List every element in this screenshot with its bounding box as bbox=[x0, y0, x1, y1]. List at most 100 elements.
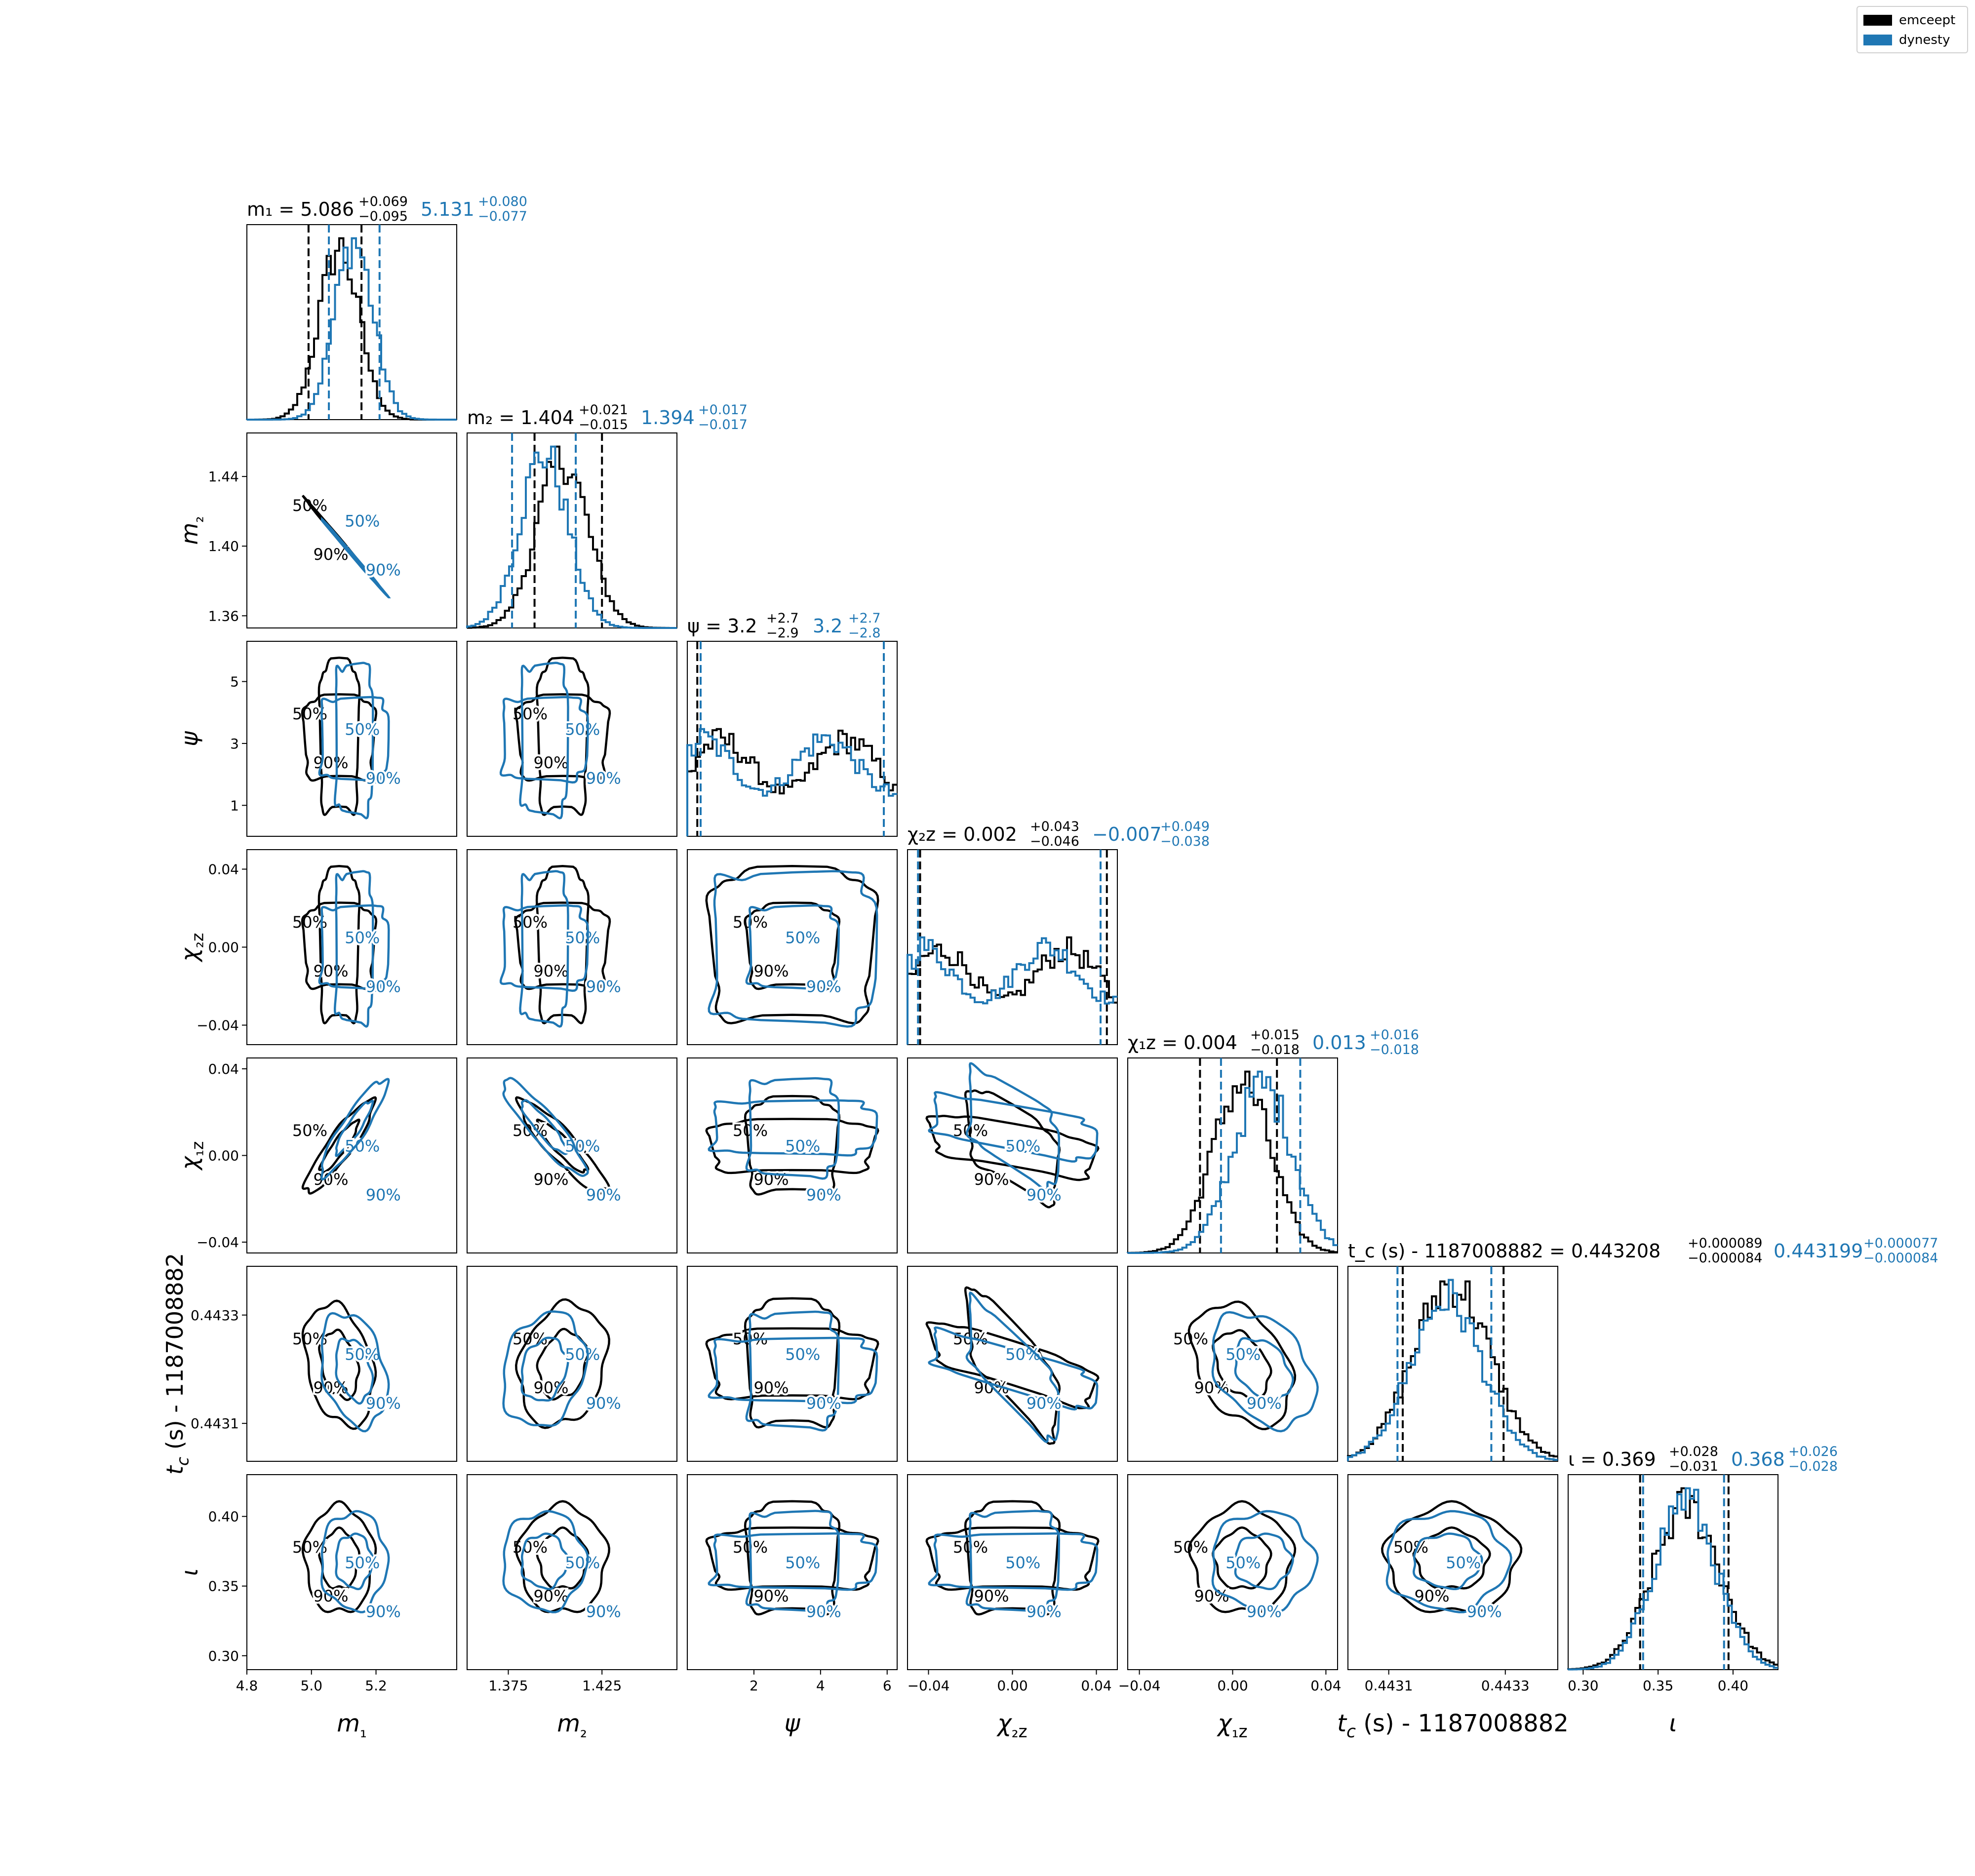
contour-chi1z-m1-dynesty-50 bbox=[335, 1099, 374, 1157]
panel-chi1z-vs-psi: 50%90%50%90% bbox=[687, 1057, 898, 1253]
ytick-label-chi2z-2: 0.04 bbox=[208, 861, 239, 878]
panel-frame-tc-vs-psi bbox=[687, 1266, 898, 1462]
panel-tc-vs-chi2z: 50%90%50%90% bbox=[907, 1266, 1118, 1462]
contour-label-chi1z-psi-dynesty-50: 50% bbox=[785, 1137, 820, 1156]
panel-frame-chi1z-vs-chi2z bbox=[907, 1057, 1118, 1253]
contour-tc-psi-dynesty-50 bbox=[708, 1336, 878, 1405]
contour-chi1z-psi-dynesty-90 bbox=[745, 1077, 840, 1180]
panel-frame-tc-vs-m2 bbox=[467, 1266, 677, 1462]
contour-label-tc-chi1z-emceept-50: 50% bbox=[1173, 1329, 1208, 1348]
panel-tc-vs-m2: 50%90%50%90% bbox=[467, 1266, 677, 1462]
contours-iota-vs-chi2z: 50%90%50%90% bbox=[925, 1500, 1100, 1623]
title-psi-emceept-plus: +2.7 bbox=[766, 611, 799, 626]
contour-chi1z-chi2z-emceept-90 bbox=[964, 1089, 1061, 1209]
contours-chi1z-vs-chi2z: 50%90%50%90% bbox=[925, 1062, 1100, 1209]
ylabel-psi: ψ bbox=[176, 731, 203, 746]
hist-tc-emceept bbox=[1347, 1279, 1558, 1461]
title-iota-dynesty-plus: +0.026 bbox=[1788, 1444, 1838, 1459]
ytick-label-tc-1: 0.4433 bbox=[191, 1307, 239, 1324]
hist-chi2z-emceept bbox=[907, 936, 1117, 1045]
contour-label-chi2z-m2-emceept-90: 90% bbox=[533, 962, 568, 980]
xlabel-chi1z: χ₁z bbox=[1216, 1710, 1247, 1742]
contour-label-iota-chi2z-emceept-90: 90% bbox=[974, 1587, 1009, 1605]
contour-tc-psi-dynesty-90 bbox=[745, 1310, 840, 1432]
title-m1-dynesty: 5.131 bbox=[421, 198, 474, 220]
contour-label-tc-m1-dynesty-50: 50% bbox=[345, 1345, 380, 1364]
contour-label-chi2z-m1-dynesty-90: 90% bbox=[366, 977, 401, 996]
contour-label-iota-m2-dynesty-90: 90% bbox=[586, 1602, 621, 1621]
xtick-label-m1-1: 5.0 bbox=[301, 1678, 323, 1694]
contour-chi2z-m2-emceept-90 bbox=[514, 901, 611, 990]
xtick-label-chi2z-0: −0.04 bbox=[908, 1678, 950, 1694]
xtick-label-m1-0: 4.8 bbox=[236, 1678, 258, 1694]
contour-label-iota-tc-dynesty-50: 50% bbox=[1446, 1554, 1481, 1572]
contour-label-tc-chi1z-emceept-90: 90% bbox=[1194, 1378, 1229, 1397]
contours-chi1z-vs-psi: 50%90%50%90% bbox=[705, 1077, 879, 1206]
contour-label-chi1z-m2-emceept-90: 90% bbox=[533, 1170, 568, 1189]
hist-iota-dynesty bbox=[1567, 1487, 1778, 1671]
title-iota-emceept: ι = 0.369 bbox=[1568, 1448, 1656, 1470]
panel-tc-vs-chi1z: 50%90%50%90% bbox=[1127, 1266, 1338, 1462]
xtick-label-chi1z-0: −0.04 bbox=[1118, 1678, 1161, 1694]
title-chi1z-dynesty-minus: −0.018 bbox=[1370, 1042, 1419, 1057]
contour-label-chi1z-chi2z-dynesty-50: 50% bbox=[1005, 1137, 1040, 1156]
legend-item-emceept: emceept bbox=[1863, 13, 1955, 28]
title-iota-emceept-plus: +0.028 bbox=[1669, 1444, 1718, 1459]
contour-iota-tc-dynesty-90 bbox=[1385, 1510, 1512, 1613]
xtick-label-chi2z-2: 0.04 bbox=[1081, 1678, 1111, 1694]
contour-chi2z-m2-emceept-50 bbox=[535, 865, 590, 1025]
contour-iota-chi2z-dynesty-90 bbox=[965, 1510, 1061, 1615]
title-chi1z-emceept-plus: +0.015 bbox=[1250, 1027, 1300, 1043]
ytick-label-m2-2: 1.44 bbox=[208, 469, 239, 485]
ytick-label-psi-2: 5 bbox=[230, 674, 239, 690]
title-chi1z-emceept-minus: −0.018 bbox=[1250, 1042, 1300, 1057]
contour-label-psi-m1-dynesty-50: 50% bbox=[345, 720, 380, 739]
panel-iota-vs-psi: 50%90%50%90% bbox=[687, 1474, 898, 1670]
contour-chi2z-m2-dynesty-90 bbox=[499, 904, 589, 992]
contour-label-m2-m1-dynesty-50: 50% bbox=[345, 512, 380, 531]
contour-label-chi1z-m1-emceept-50: 50% bbox=[292, 1121, 327, 1140]
panel-frame-tc-vs-chi1z bbox=[1127, 1266, 1338, 1462]
xtick-label-tc-0: 0.4431 bbox=[1365, 1678, 1413, 1694]
contour-label-iota-m1-dynesty-90: 90% bbox=[366, 1602, 401, 1621]
xtick-label-m2-1: 1.425 bbox=[582, 1678, 622, 1694]
panel-chi2z-vs-m2: 50%90%50%90% bbox=[467, 849, 677, 1045]
panel-iota-vs-chi1z: 50%90%50%90% bbox=[1127, 1474, 1338, 1670]
contour-chi2z-m1-dynesty-90 bbox=[318, 904, 390, 992]
legend-swatch-emceept bbox=[1863, 15, 1892, 26]
xlabel-tc: tc (s) - 1187008882 bbox=[1337, 1710, 1569, 1742]
contour-label-psi-m2-dynesty-50: 50% bbox=[565, 720, 600, 739]
contour-iota-chi1z-emceept-90 bbox=[1187, 1500, 1297, 1613]
xtick-label-psi-1: 4 bbox=[816, 1678, 825, 1694]
panel-iota-vs-m1: 50%90%50%90% bbox=[246, 1474, 457, 1670]
contour-label-chi2z-psi-emceept-90: 90% bbox=[753, 962, 789, 980]
diag-frame-m1 bbox=[246, 224, 457, 420]
contour-chi1z-psi-dynesty-50 bbox=[708, 1099, 878, 1157]
xlabel-chi2z: χ₂z bbox=[996, 1710, 1027, 1742]
contour-chi2z-psi-dynesty-90 bbox=[745, 904, 840, 992]
contour-tc-chi2z-dynesty-50 bbox=[928, 1326, 1099, 1411]
title-m2-dynesty-plus: +0.017 bbox=[698, 402, 748, 418]
contour-label-chi2z-m1-dynesty-50: 50% bbox=[345, 929, 380, 947]
contour-label-iota-tc-emceept-50: 50% bbox=[1393, 1538, 1428, 1557]
contour-label-m2-m1-emceept-90: 90% bbox=[313, 545, 348, 564]
panel-frame-iota-vs-m2 bbox=[467, 1474, 677, 1670]
hist-psi-dynesty bbox=[686, 728, 897, 836]
xtick-label-iota-1: 0.35 bbox=[1643, 1678, 1673, 1694]
contour-tc-m2-emceept-50 bbox=[536, 1328, 590, 1401]
panel-chi1z-vs-m2: 50%90%50%90% bbox=[467, 1057, 677, 1253]
contour-label-chi2z-psi-dynesty-50: 50% bbox=[785, 929, 820, 947]
contour-tc-m2-emceept-90 bbox=[515, 1298, 610, 1429]
contour-label-chi1z-m2-dynesty-90: 90% bbox=[586, 1185, 621, 1204]
title-m2-emceept: m₂ = 1.404 bbox=[467, 407, 574, 429]
title-m2-emceept-minus: −0.015 bbox=[579, 417, 628, 432]
ytick-label-iota-2: 0.40 bbox=[208, 1509, 239, 1525]
ytick-label-chi1z-1: 0.00 bbox=[208, 1148, 239, 1164]
title-iota-dynesty-minus: −0.028 bbox=[1788, 1459, 1838, 1474]
ytick-label-chi2z-1: 0.00 bbox=[208, 939, 239, 956]
contour-tc-psi-emceept-90 bbox=[744, 1297, 841, 1429]
xtick-label-chi2z-1: 0.00 bbox=[997, 1678, 1027, 1694]
